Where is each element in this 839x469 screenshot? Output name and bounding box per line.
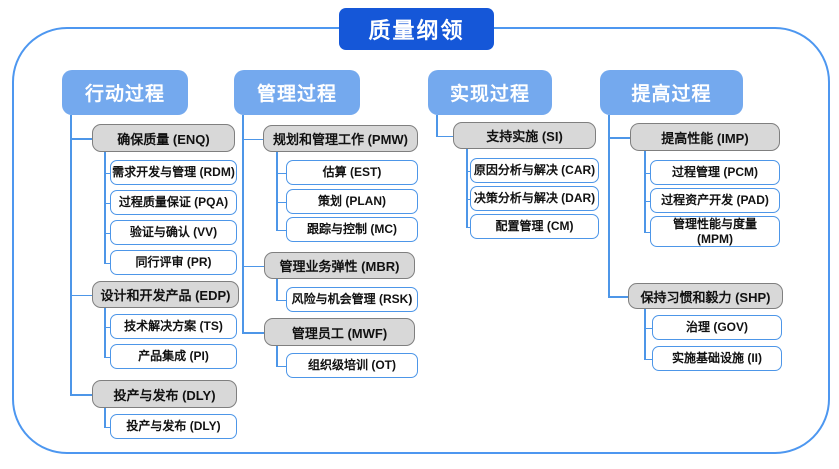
- practice-box: 投产与发布 (DLY): [110, 414, 237, 439]
- child-stub-line: [644, 200, 650, 202]
- practice-box: 风险与机会管理 (RSK): [286, 287, 418, 312]
- branch-trunk-line: [608, 115, 610, 296]
- child-trunk-line: [644, 151, 646, 232]
- branch-stub-line: [242, 138, 263, 140]
- child-stub-line: [466, 170, 470, 172]
- child-trunk-line: [466, 149, 468, 227]
- practice-box: 同行评审 (PR): [110, 250, 237, 275]
- diagram-title: 质量纲领: [339, 8, 494, 50]
- process-group-box: 规划和管理工作 (PMW): [263, 125, 418, 152]
- child-stub-line: [644, 231, 650, 233]
- child-trunk-line: [276, 279, 278, 300]
- practice-box: 跟踪与控制 (MC): [286, 217, 418, 242]
- process-group-box: 保持习惯和毅力 (SHP): [628, 283, 783, 309]
- process-column-header: 行动过程: [62, 70, 188, 115]
- process-group-box: 管理业务弹性 (MBR): [264, 252, 415, 279]
- child-trunk-line: [644, 309, 646, 359]
- practice-box: 组织级培训 (OT): [286, 353, 418, 378]
- practice-box: 实施基础设施 (II): [652, 346, 782, 371]
- practice-box: 配置管理 (CM): [470, 214, 599, 239]
- branch-stub-line: [242, 332, 264, 334]
- child-stub-line: [276, 201, 286, 203]
- branch-trunk-line: [242, 115, 244, 332]
- process-group-box: 确保质量 (ENQ): [92, 124, 235, 152]
- child-stub-line: [276, 229, 286, 231]
- practice-box: 策划 (PLAN): [286, 189, 418, 214]
- process-group-box: 管理员工 (MWF): [264, 318, 415, 346]
- child-stub-line: [644, 172, 650, 174]
- branch-stub-line: [608, 296, 628, 298]
- branch-stub-line: [436, 135, 453, 137]
- child-stub-line: [104, 202, 110, 204]
- process-column-header: 实现过程: [428, 70, 552, 115]
- child-stub-line: [276, 365, 286, 367]
- branch-trunk-line: [436, 115, 438, 136]
- practice-box: 产品集成 (PI): [110, 344, 237, 369]
- process-group-box: 投产与发布 (DLY): [92, 380, 237, 408]
- child-stub-line: [104, 262, 110, 264]
- practice-box: 决策分析与解决 (DAR): [470, 186, 599, 211]
- child-stub-line: [276, 172, 286, 174]
- practice-box: 过程资产开发 (PAD): [650, 188, 780, 213]
- child-trunk-line: [104, 408, 106, 427]
- practice-box: 过程质量保证 (PQA): [110, 190, 237, 215]
- process-column-header: 管理过程: [234, 70, 360, 115]
- process-group-box: 提高性能 (IMP): [630, 123, 780, 151]
- child-stub-line: [104, 232, 110, 234]
- practice-box: 管理性能与度量 (MPM): [650, 216, 780, 247]
- child-trunk-line: [104, 308, 106, 357]
- practice-box: 验证与确认 (VV): [110, 220, 237, 245]
- process-column-header: 提高过程: [600, 70, 743, 115]
- branch-stub-line: [70, 138, 92, 140]
- child-stub-line: [104, 326, 110, 328]
- child-stub-line: [466, 198, 470, 200]
- child-stub-line: [104, 426, 110, 428]
- branch-stub-line: [608, 137, 630, 139]
- practice-box: 过程管理 (PCM): [650, 160, 780, 185]
- child-stub-line: [644, 327, 652, 329]
- branch-trunk-line: [70, 115, 72, 394]
- child-trunk-line: [104, 152, 106, 263]
- child-trunk-line: [276, 152, 278, 230]
- branch-stub-line: [70, 294, 92, 296]
- practice-box: 治理 (GOV): [652, 315, 782, 340]
- branch-stub-line: [242, 265, 264, 267]
- child-stub-line: [276, 299, 286, 301]
- process-group-box: 支持实施 (SI): [453, 122, 596, 149]
- process-group-box: 设计和开发产品 (EDP): [92, 281, 239, 308]
- practice-box: 原因分析与解决 (CAR): [470, 158, 599, 183]
- practice-box: 技术解决方案 (TS): [110, 314, 237, 339]
- child-stub-line: [644, 358, 652, 360]
- child-stub-line: [466, 226, 470, 228]
- branch-stub-line: [70, 394, 92, 396]
- practice-box: 需求开发与管理 (RDM): [110, 160, 237, 185]
- child-trunk-line: [276, 346, 278, 366]
- child-stub-line: [104, 356, 110, 358]
- practice-box: 估算 (EST): [286, 160, 418, 185]
- child-stub-line: [104, 172, 110, 174]
